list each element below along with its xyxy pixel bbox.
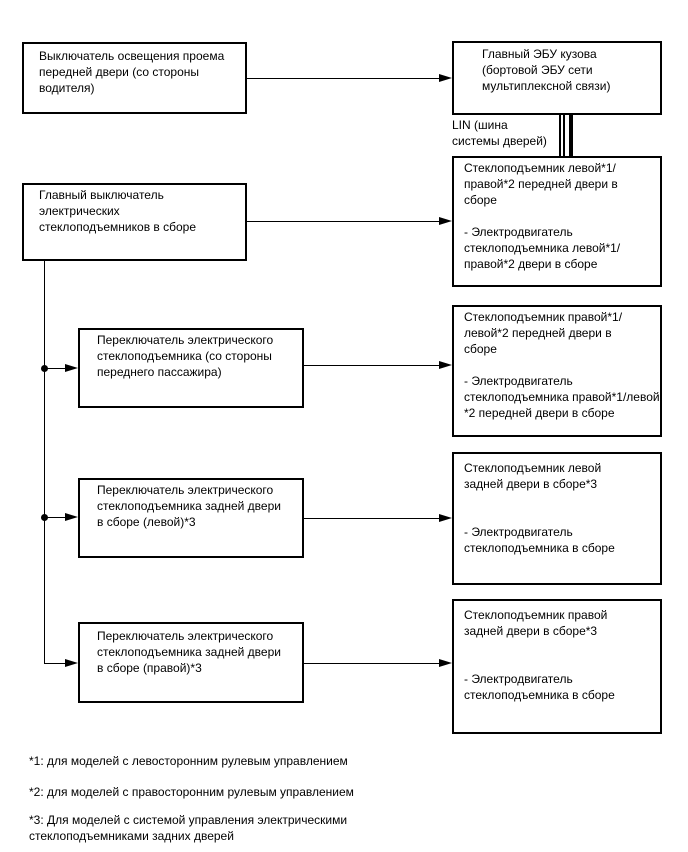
arrow-right-icon	[439, 514, 452, 522]
lin-bus-line	[559, 114, 561, 157]
node-passenger-power-window-switch: Переключатель электрического стеклоподъе…	[78, 328, 304, 408]
connector-trunk-to-rearright-switch	[44, 663, 66, 664]
connector-courtesy-to-ecu	[247, 78, 440, 79]
node-front-window-regulator-rh: Стеклоподъемник правой*1/ левой*2 передн…	[452, 305, 662, 437]
footnote-2: *2: для моделей с правосторонним рулевым…	[29, 785, 354, 799]
junction-dot	[41, 365, 48, 372]
connector-rearleft-to-rear-lh	[303, 518, 440, 519]
node-front-window-regulator-lh: Стеклоподъемник левой*1/ правой*2 передн…	[452, 156, 662, 287]
node-rear-window-regulator-lh: Стеклоподъемник левой задней двери в сбо…	[452, 452, 662, 585]
connector-master-trunk	[44, 261, 45, 664]
node-driver-door-courtesy-light-switch: Выключатель освещения проема передней дв…	[22, 42, 247, 114]
connector-rearright-to-rear-rh	[303, 663, 440, 664]
footnote-1: *1: для моделей с левосторонним рулевым …	[29, 754, 348, 768]
footnote-3: *3: Для моделей с системой управления эл…	[29, 813, 348, 843]
node-power-window-master-switch: Главный выключатель электрических стекло…	[22, 183, 247, 261]
arrow-right-icon	[439, 361, 452, 369]
arrow-right-icon	[439, 217, 452, 225]
connector-master-to-front-lh	[247, 221, 440, 222]
arrow-right-icon	[439, 74, 452, 82]
node-main-body-ecu: Главный ЭБУ кузова (бортовой ЭБУ сети му…	[452, 41, 662, 115]
arrow-right-icon	[65, 364, 78, 372]
lin-bus-line	[563, 114, 565, 157]
arrow-right-icon	[65, 659, 78, 667]
node-rear-right-power-window-switch: Переключатель электрического стеклоподъе…	[78, 622, 304, 703]
node-rear-window-regulator-rh: Стеклоподъемник правой задней двери в сб…	[452, 599, 662, 734]
arrow-right-icon	[439, 659, 452, 667]
connector-passenger-to-front-rh	[303, 365, 440, 366]
connector-trunk-to-rearleft-switch	[44, 517, 66, 518]
connector-trunk-to-passenger-switch	[44, 368, 66, 369]
lin-bus-line	[569, 114, 573, 157]
arrow-right-icon	[65, 513, 78, 521]
node-rear-left-power-window-switch: Переключатель электрического стеклоподъе…	[78, 478, 304, 558]
lin-bus-label: LIN (шина системы дверей)	[452, 118, 547, 148]
junction-dot	[41, 514, 48, 521]
